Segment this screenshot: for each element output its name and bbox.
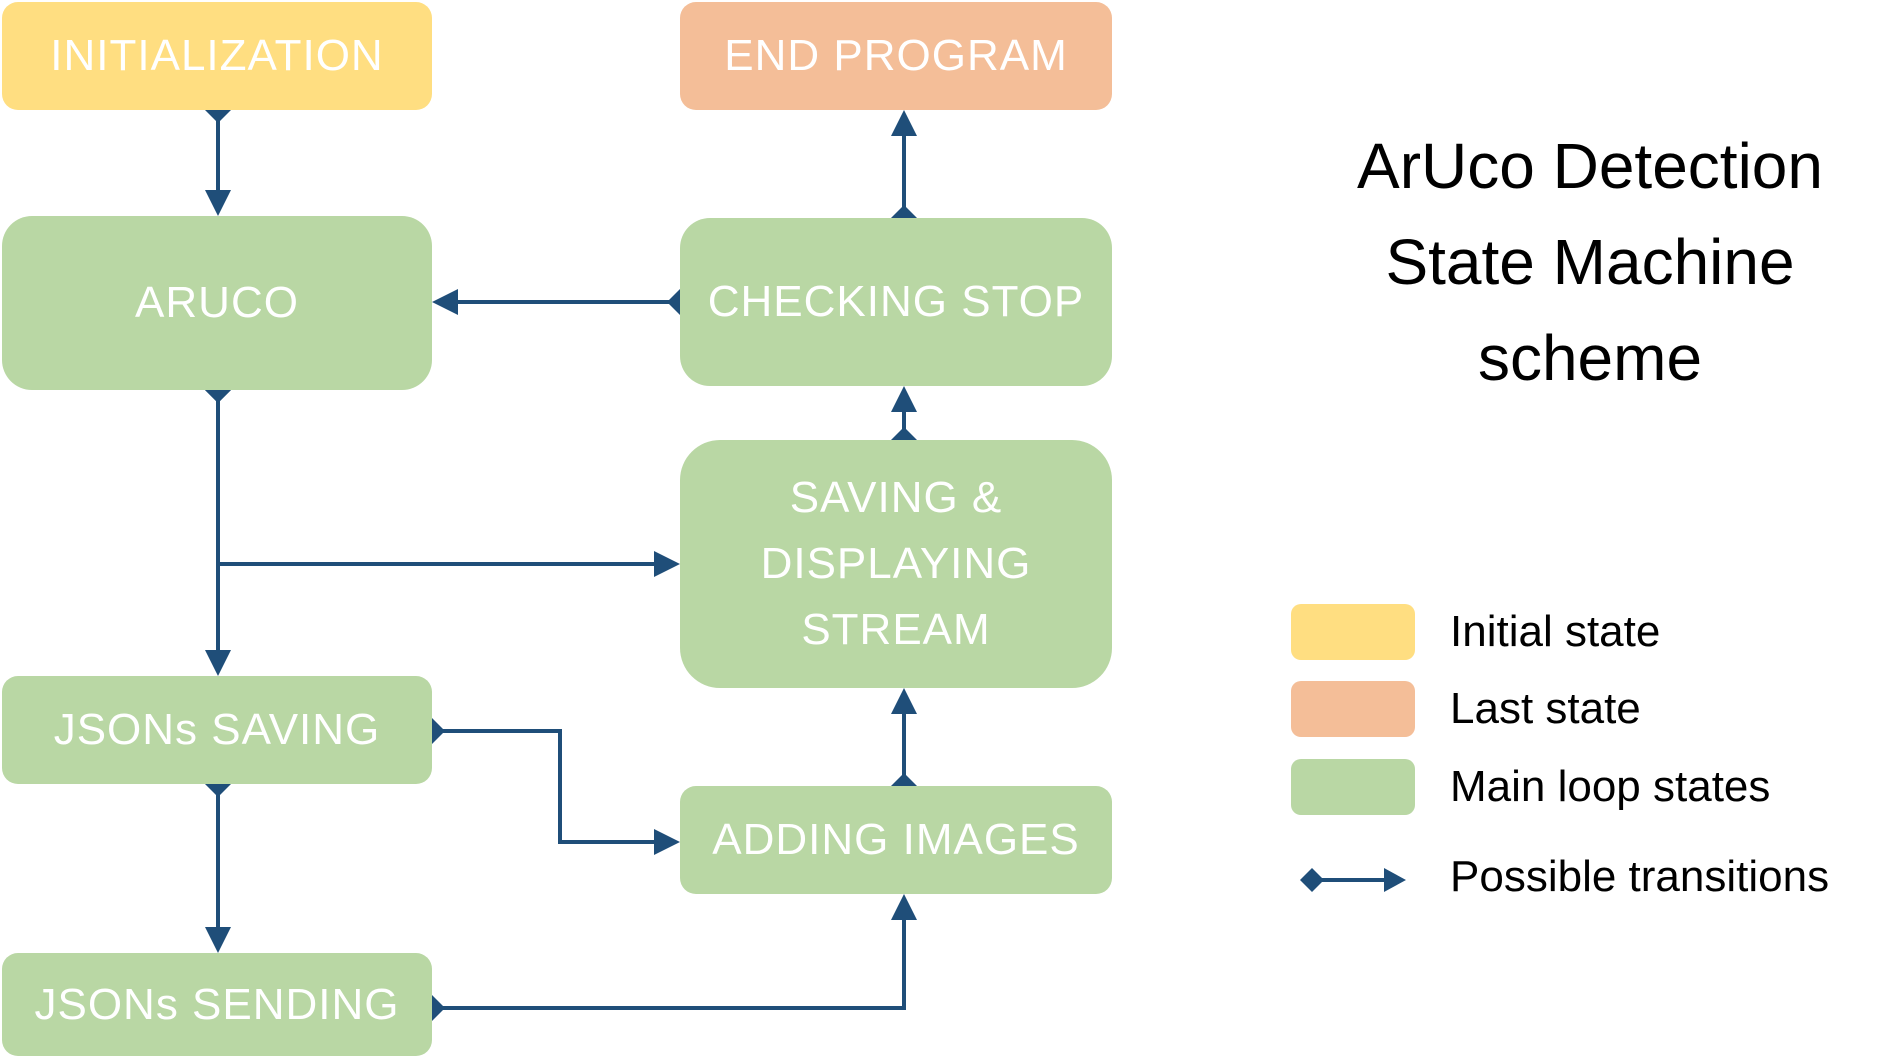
transition-checking-stop-to-end-program xyxy=(891,110,917,231)
transition-checking-stop-to-aruco xyxy=(432,289,693,315)
state-end-program-label: END PROGRAM xyxy=(724,31,1068,80)
state-jsons-sending: JSONs SENDING xyxy=(2,953,432,1056)
state-jsons-saving: JSONs SAVING xyxy=(2,676,432,784)
transition-arrowhead xyxy=(654,829,680,855)
legend-label-initial: Initial state xyxy=(1450,607,1661,656)
state-end-program: END PROGRAM xyxy=(680,2,1112,110)
transition-aruco-to-saving-displaying-stream xyxy=(205,377,680,577)
transition-arrowhead xyxy=(205,927,231,953)
state-saving-displaying-stream-label: SAVING & DISPLAYING STREAM xyxy=(760,473,1032,654)
transition-jsons-saving-to-adding-images xyxy=(419,718,680,855)
state-jsons-sending-label: JSONs SENDING xyxy=(34,979,400,1029)
transition-jsons-sending-to-adding-images xyxy=(419,894,917,1021)
transition-arrowhead xyxy=(891,688,917,714)
transition-arrowhead xyxy=(432,289,458,315)
state-checking-stop: CHECKING STOP xyxy=(680,218,1112,386)
state-initialization-label: INITIALIZATION xyxy=(50,31,384,80)
transition-arrowhead xyxy=(891,386,917,412)
legend-label-main: Main loop states xyxy=(1450,762,1771,811)
transition-jsons-saving-to-jsons-sending xyxy=(205,771,231,953)
state-aruco: ARUCO xyxy=(2,216,432,390)
transition-arrowhead xyxy=(205,650,231,676)
transition-adding-images-to-saving-displaying-stream xyxy=(891,688,917,799)
state-aruco-label: ARUCO xyxy=(135,278,299,327)
state-initialization: INITIALIZATION xyxy=(2,2,432,110)
transition-initialization-to-aruco xyxy=(205,97,231,216)
legend-swatch-initial xyxy=(1291,604,1415,660)
transition-line xyxy=(432,729,660,844)
legend-swatch-main xyxy=(1291,759,1415,815)
legend-label-transition: Possible transitions xyxy=(1450,852,1830,901)
transition-arrowhead xyxy=(654,551,680,577)
state-adding-images-label: ADDING IMAGES xyxy=(712,815,1080,864)
state-jsons-saving-label: JSONs SAVING xyxy=(53,705,381,754)
state-checking-stop-label: CHECKING STOP xyxy=(707,277,1085,326)
transition-arrowhead xyxy=(891,894,917,920)
transition-arrowhead xyxy=(891,110,917,136)
transition-arrowhead xyxy=(205,190,231,216)
state-adding-images: ADDING IMAGES xyxy=(680,786,1112,894)
transition-line xyxy=(216,390,660,566)
state-saving-displaying-stream: SAVING & DISPLAYING STREAM xyxy=(680,440,1112,688)
diagram-title: ArUco Detection State Machine scheme xyxy=(1357,130,1823,394)
transition-line xyxy=(432,914,906,1010)
legend-swatch-last xyxy=(1291,681,1415,737)
legend-transition-icon xyxy=(1300,868,1406,892)
legend-label-last: Last state xyxy=(1450,684,1641,733)
transition-aruco-to-jsons-saving xyxy=(205,377,231,676)
